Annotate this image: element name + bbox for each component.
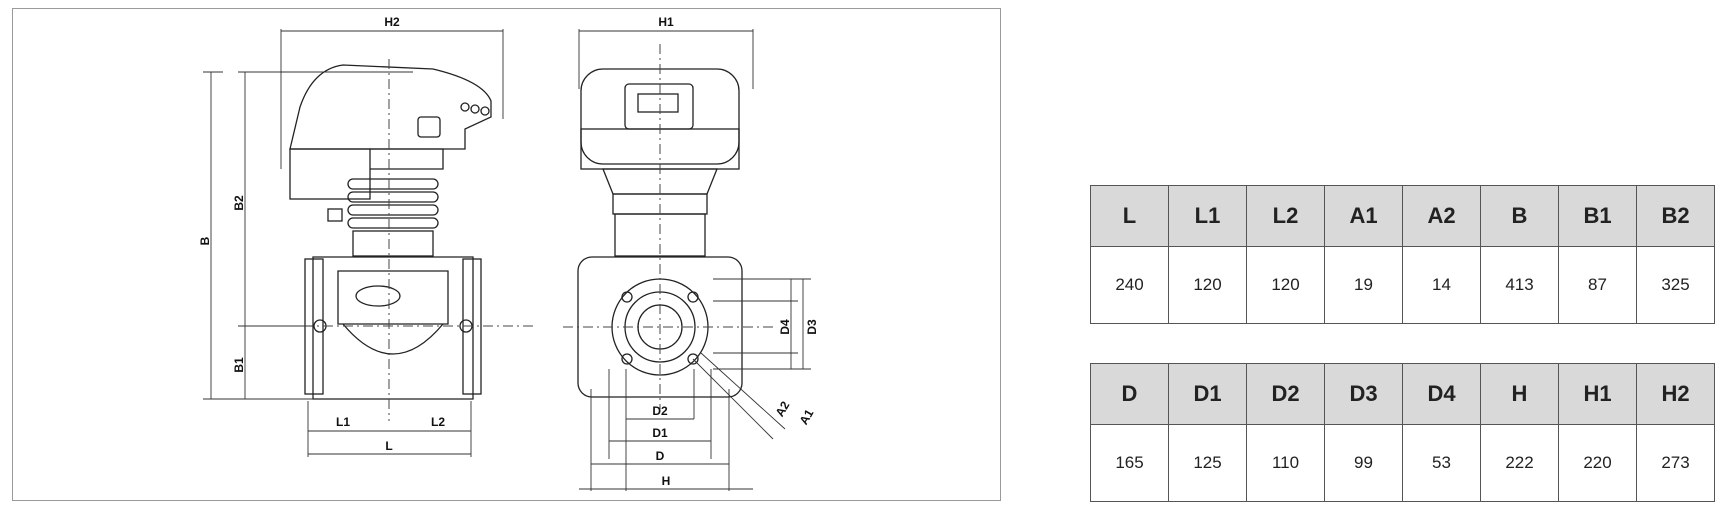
table-header-cell: L [1090,185,1169,247]
table-header-row: D D1 D2 D3 D4 H H1 H2 [1090,363,1715,425]
label-l2: L2 [431,415,445,429]
label-d3: D3 [805,319,819,335]
table-header-cell: B2 [1636,185,1715,247]
table-cell: 240 [1090,246,1169,324]
table-cell: 413 [1480,246,1559,324]
table-header-cell: A1 [1324,185,1403,247]
table-header-cell: A2 [1402,185,1481,247]
table-cell: 99 [1324,424,1403,502]
table-header-cell: B [1480,185,1559,247]
table-cell: 125 [1168,424,1247,502]
dimensions-table-1: L L1 L2 A1 A2 B B1 B2 240 120 120 19 14 … [1090,185,1715,324]
technical-drawing-frame: H2 B B2 B1 L1 L2 L H1 D4 D3 A2 A1 D2 D1 … [12,8,1001,501]
label-b2: B2 [232,195,246,211]
table-header-cell: D1 [1168,363,1247,425]
table-header-cell: L1 [1168,185,1247,247]
table-cell: 220 [1558,424,1637,502]
label-d4: D4 [778,319,792,335]
table-header-cell: L2 [1246,185,1325,247]
label-d1: D1 [652,426,668,440]
table-cell: 87 [1558,246,1637,324]
label-h1: H1 [658,15,674,29]
table-row: 240 120 120 19 14 413 87 325 [1090,246,1715,324]
table-cell: 120 [1168,246,1247,324]
table-cell: 19 [1324,246,1403,324]
label-l1: L1 [336,415,350,429]
pump-dimension-drawing: H2 B B2 B1 L1 L2 L H1 D4 D3 A2 A1 D2 D1 … [198,15,819,491]
table-cell: 273 [1636,424,1715,502]
table-cell: 120 [1246,246,1325,324]
table-row: 165 125 110 99 53 222 220 273 [1090,424,1715,502]
label-h: H [662,474,671,488]
table-header-cell: H1 [1558,363,1637,425]
table-cell: 165 [1090,424,1169,502]
label-d2: D2 [652,404,668,418]
label-b1: B1 [232,357,246,373]
table-cell: 325 [1636,246,1715,324]
centre-lines [263,44,773,421]
table-cell: 222 [1480,424,1559,502]
table-header-row: L L1 L2 A1 A2 B B1 B2 [1090,185,1715,247]
dimension-lines [203,29,811,491]
label-a1: A1 [797,407,817,428]
side-view [289,64,492,400]
label-d: D [656,449,665,463]
table-header-cell: D [1090,363,1169,425]
label-b: B [198,236,212,245]
label-a2: A2 [773,399,793,420]
table-cell: 53 [1402,424,1481,502]
label-l: L [385,439,392,453]
dimensions-table-2: D D1 D2 D3 D4 H H1 H2 165 125 110 99 53 … [1090,363,1715,502]
table-header-cell: D3 [1324,363,1403,425]
table-cell: 14 [1402,246,1481,324]
table-header-cell: H2 [1636,363,1715,425]
label-h2: H2 [384,15,400,29]
table-header-cell: D4 [1402,363,1481,425]
table-header-cell: H [1480,363,1559,425]
table-header-cell: D2 [1246,363,1325,425]
dimension-labels: H2 B B2 B1 L1 L2 L H1 D4 D3 A2 A1 D2 D1 … [198,15,819,488]
table-cell: 110 [1246,424,1325,502]
table-header-cell: B1 [1558,185,1637,247]
